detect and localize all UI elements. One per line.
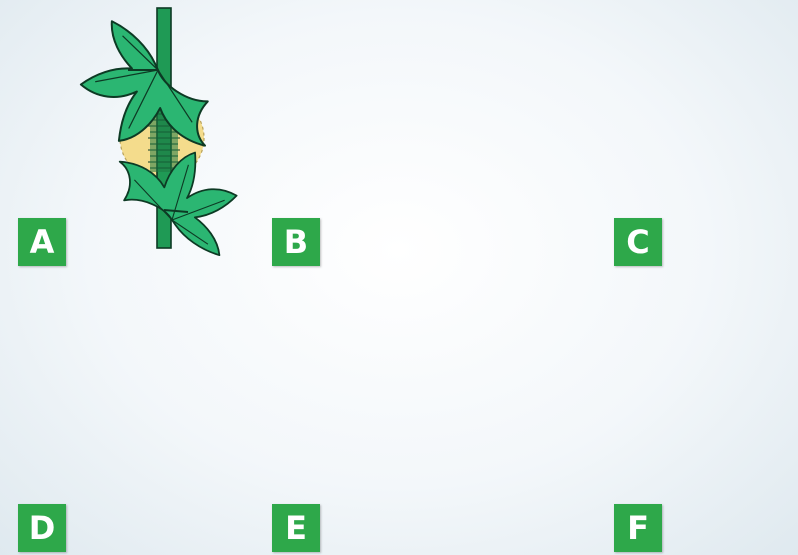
panel-label-c: C [614,218,662,266]
panel-label-d: D [18,504,66,552]
panel-label-f: F [614,504,662,552]
panel-label-b: B [272,218,320,266]
panel-label-e: E [272,504,320,552]
panel-a-illustration [67,8,243,256]
panel-label-a: A [18,218,66,266]
